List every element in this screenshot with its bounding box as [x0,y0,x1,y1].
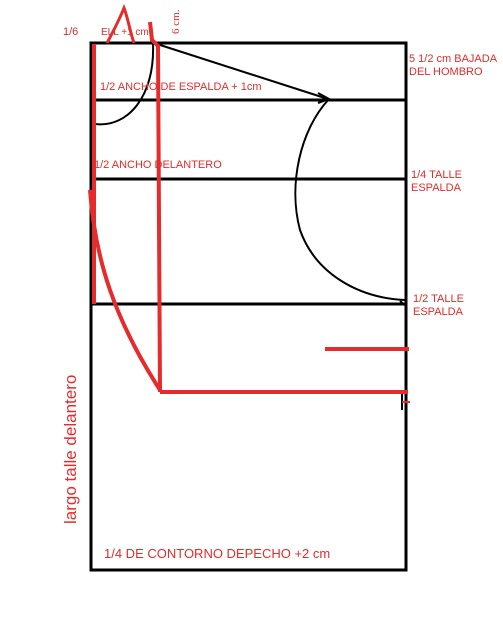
armhole-curve [294,98,406,301]
chest-contour-label: 1/4 DE CONTORNO DEPECHO +2 cm [104,546,331,561]
red-neck-curve [105,3,136,44]
back-width-label: 1/2 ANCHO DE ESPALDA + 1cm [100,81,262,93]
red-side-vertical [148,21,162,393]
pattern-outline [89,41,408,572]
neck-depth-label: 6 cm. [170,9,182,34]
half-back-waist-label: 1/2 TALLE ESPALDA [413,293,464,318]
front-width-label: 1/2 ANCHO DELANTERO [94,159,222,171]
neck-label-plus: ELL +1 cm [101,27,149,38]
neck-label-fraction: 1/6 [63,26,79,38]
red-front-curve [88,189,162,392]
front-length-label: largo talle delantero [61,374,80,524]
neckline-curve [94,43,155,126]
quarter-back-waist-label: 1/4 TALLE ESPALDA [411,169,462,194]
shoulder-line [156,43,329,100]
shoulder-drop-label: 5 1/2 cm BAJADA DEL HOMBRO [409,53,497,78]
waist-tick [399,300,407,307]
